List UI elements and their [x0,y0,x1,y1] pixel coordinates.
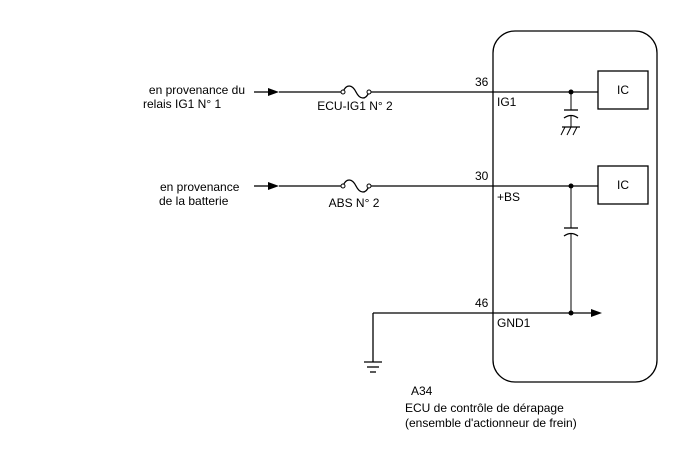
source-battery-line1: en provenance [160,180,240,194]
pin-46-number: 46 [475,296,489,310]
chassis-ground-tick-3 [572,126,578,136]
component-name-line1: ECU de contrôle de dérapage [405,401,564,415]
fuse-abs-terminal-left [340,183,346,189]
ic-block-bottom [597,165,649,205]
fuse-ecu-ig1-symbol [342,85,370,99]
source-ig1-relay-line2: relais IG1 N° 1 [143,97,221,111]
pin-gnd1-name: GND1 [497,316,531,330]
gnd-internal-arrowhead [591,309,602,317]
component-code: A34 [411,384,433,398]
fuse-abs-label: ABS N° 2 [329,196,380,210]
ic-block-top [597,70,649,110]
source-battery-line2: de la batterie [159,194,229,208]
ic-block-top-label: IC [617,83,629,97]
bs-cap-plate-bottom [563,232,579,237]
fuse-ecu-ig1-terminal-right [366,89,372,95]
pin-ig1-name: IG1 [497,95,517,109]
fuse-abs-terminal-right [366,183,372,189]
pin-30-number: 30 [475,169,489,183]
ecu-outline [492,30,658,383]
ig1-cap-plate-bottom [563,114,579,119]
chassis-ground-tick-1 [560,126,566,136]
component-name-line2: (ensemble d'actionneur de frein) [405,416,577,430]
pin-bs-name: +BS [497,190,520,204]
source-ig1-relay-line1: en provenance du [149,83,245,97]
ig1-input-arrowhead [268,88,279,96]
gnd-junction [568,310,574,316]
chassis-ground-tick-2 [566,126,572,136]
bs-input-arrowhead [268,182,279,190]
pin-36-number: 36 [475,75,489,89]
fuse-ecu-ig1-terminal-left [340,89,346,95]
ic-block-bottom-label: IC [617,178,629,192]
fuse-ecu-ig1-label: ECU-IG1 N° 2 [317,99,393,113]
fuse-abs-symbol [342,179,370,193]
